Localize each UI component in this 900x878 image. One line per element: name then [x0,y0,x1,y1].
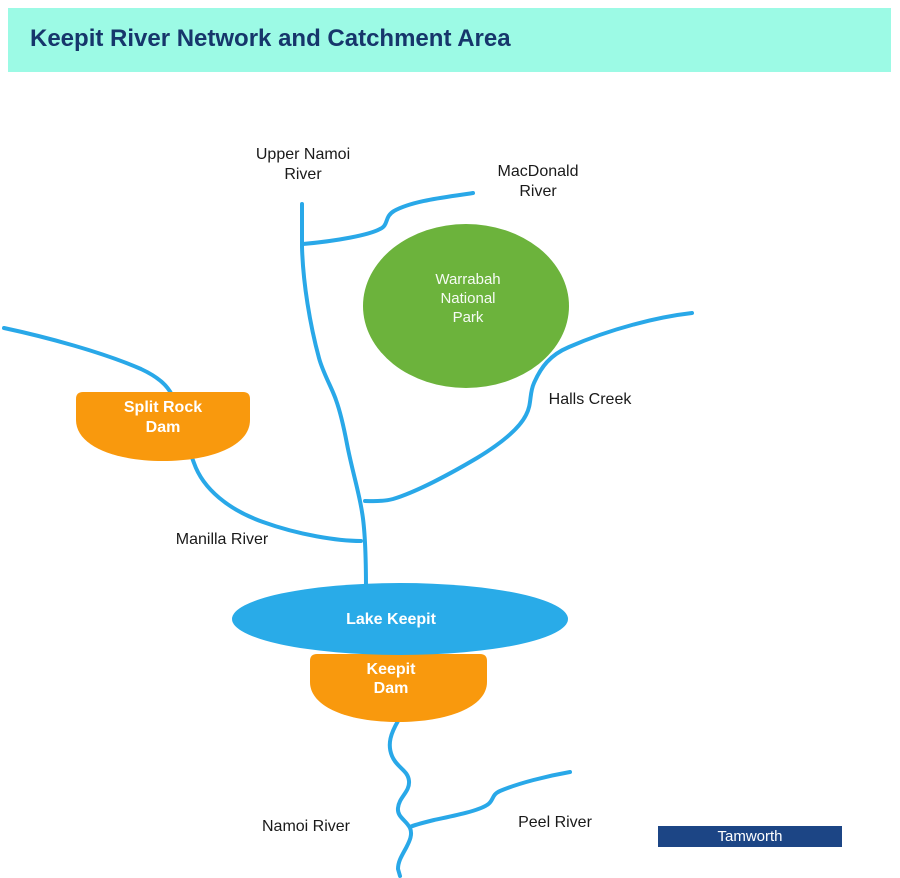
peel-river-line [408,770,572,829]
keepit-dam-shape [310,654,487,722]
upper-namoi-river-label: Upper Namoi River [255,146,351,183]
split-rock-dam-shape [76,392,250,461]
tamworth-label: Tamworth [717,828,783,845]
halls-creek-line [363,311,694,504]
macdonald-river-label: MacDonald River [497,163,579,200]
macdonald-river-line [301,191,475,246]
namoi-river-label: Namoi River [261,818,351,835]
manilla-river-label: Manilla River [175,531,269,548]
page-title: Keepit River Network and Catchment Area [30,25,511,52]
namoi-river-line [387,719,414,878]
peel-river-label: Peel River [518,814,592,831]
lake-keepit-shape [232,583,568,655]
warrabah-national-park-shape [363,224,569,388]
lake-keepit-label: Lake Keepit [346,611,436,628]
page-header: Keepit River Network and Catchment Area [8,8,891,72]
tamworth-town-marker: Tamworth [658,826,842,847]
split-rock-dam-label: Split Rock Dam [123,399,203,436]
upper-namoi-river-line [300,202,368,592]
warrabah-national-park-label: Warrabah National Park [435,271,501,326]
halls-creek-label: Halls Creek [548,391,632,408]
keepit-dam-label: Keepit Dam [366,661,416,697]
